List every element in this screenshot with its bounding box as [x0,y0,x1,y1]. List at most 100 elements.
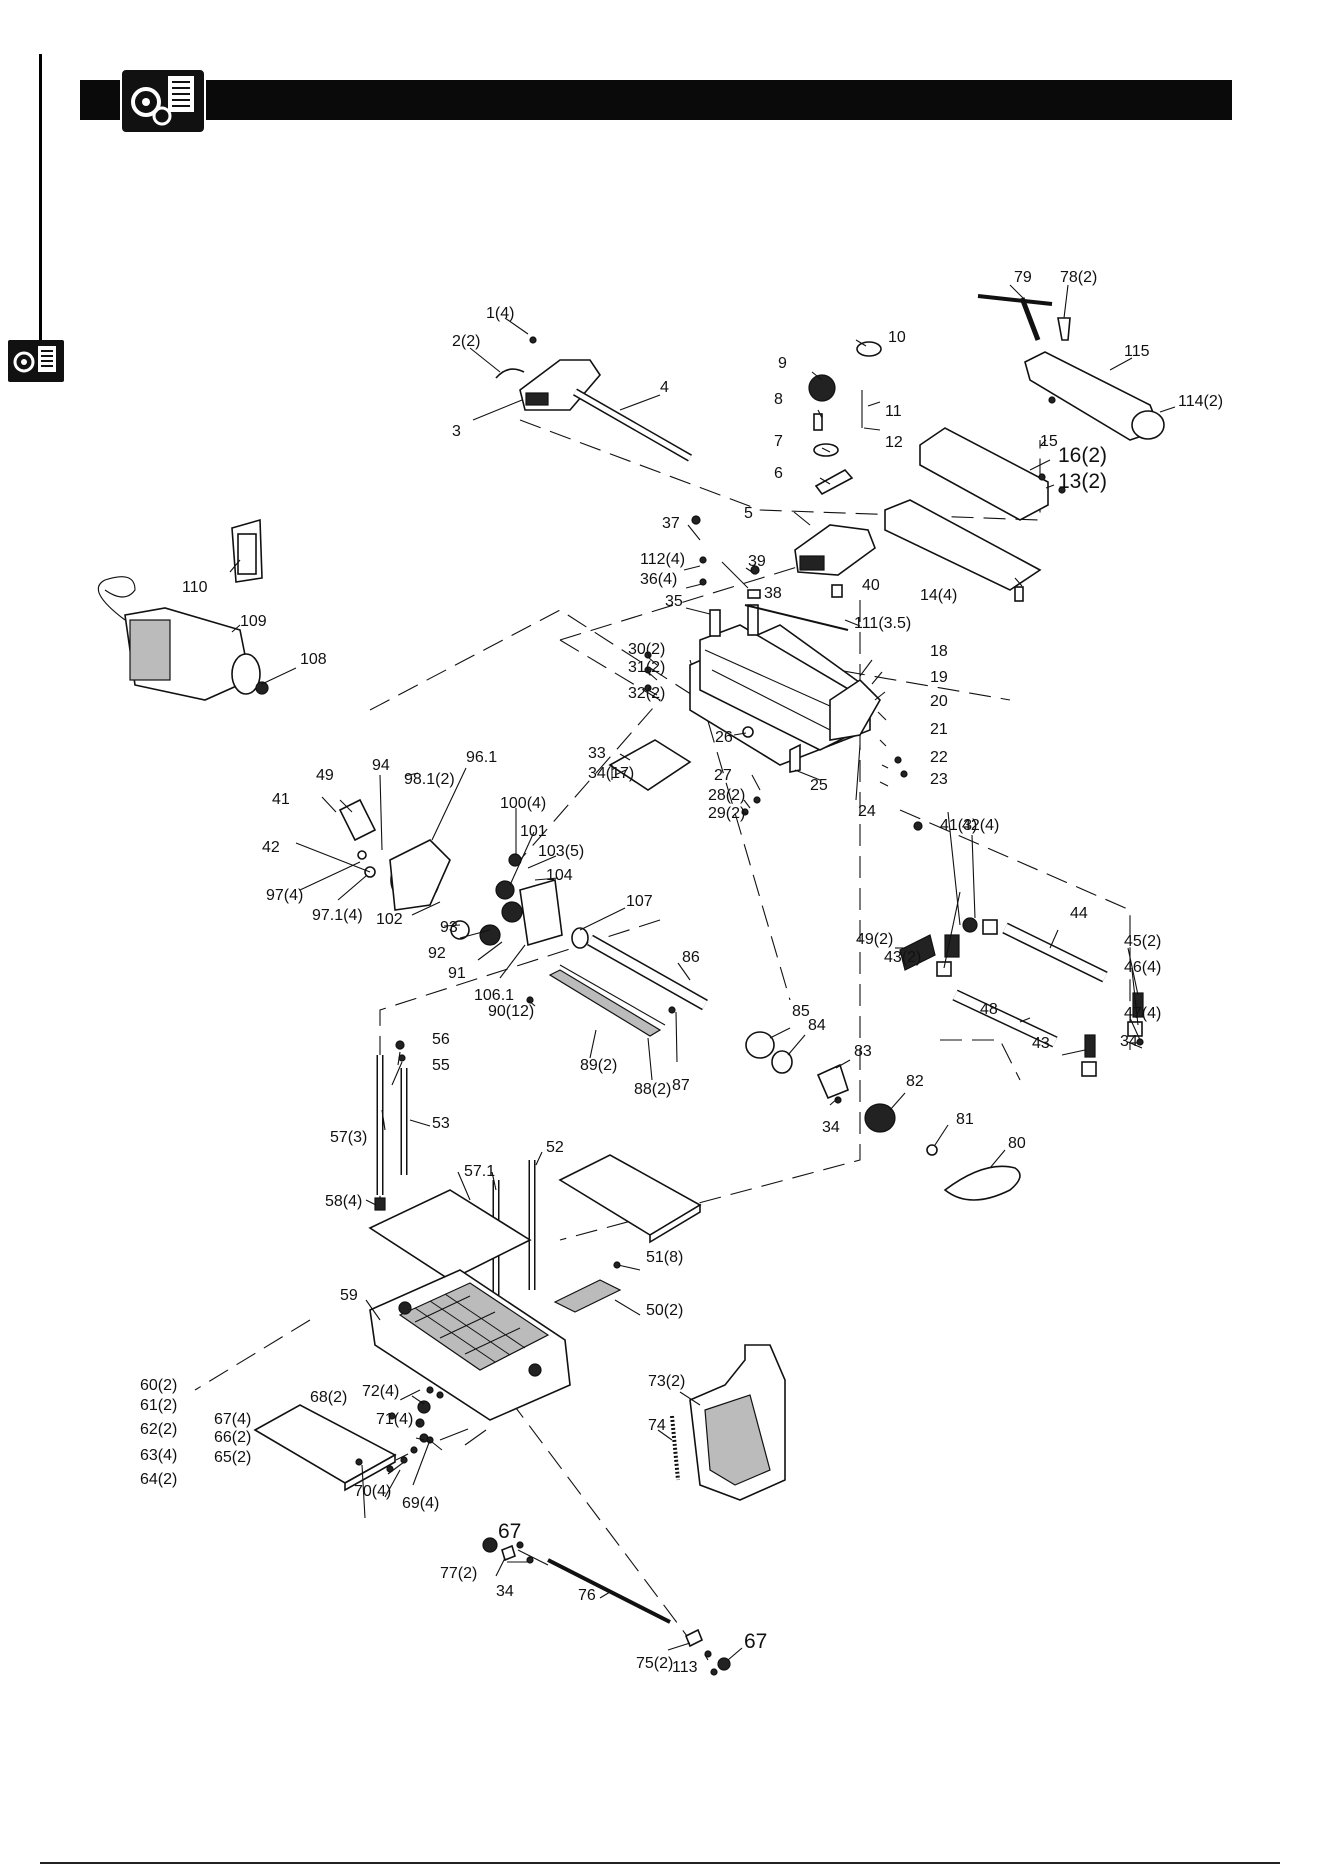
callout-42: 42 [262,839,280,856]
infeed-table [253,1404,397,1492]
outfeed-table [558,1154,702,1244]
callout-58: 58(4) [325,1193,362,1210]
callout-89: 89(2) [580,1057,617,1074]
side-rule [39,54,42,354]
part-callouts: 1(4) 2(2) 3 4 5 6 7 8 9 10 11 12 13(2) 1… [140,269,1223,1676]
callout-107: 107 [626,893,653,910]
callout-43-2: 43(2) [884,949,921,966]
callout-30: 30(2) [628,641,665,658]
motor [97,518,269,701]
callout-113: 113 [672,1659,698,1676]
callout-57: 57(3) [330,1129,367,1146]
callout-47: 47(4) [1124,1005,1161,1022]
side-cover [670,1344,786,1501]
callout-24: 24 [858,803,876,820]
callout-42-4: 42(4) [962,817,999,834]
callout-11: 11 [885,403,902,420]
callout-72: 72(4) [362,1383,399,1400]
t-wrench [977,294,1071,341]
callout-97: 97(4) [266,887,303,904]
callout-74: 74 [648,1417,666,1434]
callout-52: 52 [546,1139,564,1156]
side-gear-document-icon [8,340,64,382]
callout-101: 101 [520,823,547,840]
footer-rule [40,1862,1280,1864]
callout-104: 104 [546,867,573,884]
callout-91: 91 [448,965,466,982]
callout-22: 22 [930,749,948,766]
columns [374,1055,536,1300]
callout-32: 32(2) [628,685,665,702]
callout-92: 92 [428,945,446,962]
callout-67-4: 67(4) [214,1411,251,1428]
callout-83: 83 [854,1043,872,1060]
callout-94: 94 [372,757,390,774]
callout-82: 82 [906,1073,924,1090]
callout-81: 81 [956,1111,974,1128]
callout-38: 38 [764,585,782,602]
callout-62: 62(2) [140,1421,177,1438]
carriage-cover-left [495,359,602,411]
callout-50: 50(2) [646,1302,683,1319]
callout-71: 71(4) [376,1411,413,1428]
callout-70: 70(4) [354,1483,391,1500]
dust-chute [1024,351,1165,441]
callout-23: 23 [930,771,948,788]
callout-43: 43 [1032,1035,1050,1052]
callout-25: 25 [810,777,828,794]
callout-49: 49 [316,767,334,784]
callout-41: 41 [272,791,290,808]
callout-96-1: 96.1 [466,749,497,766]
callout-64: 64(2) [140,1471,177,1488]
callout-2: 2(2) [452,333,480,350]
callout-55: 55 [432,1057,450,1074]
callout-15: 15 [1040,433,1058,450]
callout-37: 37 [662,515,680,532]
callout-44: 44 [1070,905,1088,922]
callout-86: 86 [682,949,700,966]
carriage-rod [573,388,692,462]
callout-20: 20 [930,693,948,710]
callout-21: 21 [930,721,948,738]
callout-leaders [229,284,1176,1661]
callout-78: 78(2) [1060,269,1097,286]
callout-5: 5 [744,505,753,522]
callout-65: 65(2) [214,1449,251,1466]
callout-77: 77(2) [440,1565,477,1582]
gearbox-assembly [338,798,563,947]
callout-115: 115 [1124,343,1150,360]
callout-100: 100(4) [500,795,546,812]
bottom-plate [608,739,692,791]
callout-114: 114(2) [1178,393,1223,410]
callout-84: 84 [808,1017,826,1034]
callout-93: 93 [440,919,458,936]
callout-106-1: 106.1 [474,987,514,1004]
callout-34-17: 34(17) [588,765,634,782]
callout-40: 40 [862,577,880,594]
callout-63: 63(4) [140,1447,177,1464]
callout-9: 9 [778,355,787,372]
table-rail [553,1279,622,1313]
callout-14: 14(4) [920,587,957,604]
callout-67-end: 67 [744,1630,767,1653]
callout-59: 59 [340,1287,358,1304]
base-sheet [368,1189,532,1281]
handwheel-knob [808,341,882,496]
callout-109: 109 [240,613,267,630]
callout-34b: 34 [1120,1033,1138,1050]
dust-hood [884,427,1049,602]
callout-16: 16(2) [1058,444,1107,467]
callout-48: 48 [980,1001,998,1018]
carriage-cover-right [794,524,876,576]
pulleys-and-belt [745,1031,1021,1201]
callout-34d: 34 [822,1119,840,1136]
callout-8: 8 [774,391,783,408]
callout-56: 56 [432,1031,450,1048]
callout-34c: 34 [496,1583,514,1600]
callout-13: 13(2) [1058,470,1107,493]
feed-rollers [899,917,1144,1077]
callout-46: 46(4) [1124,959,1161,976]
callout-31: 31(2) [628,659,665,676]
callout-6: 6 [774,465,783,482]
